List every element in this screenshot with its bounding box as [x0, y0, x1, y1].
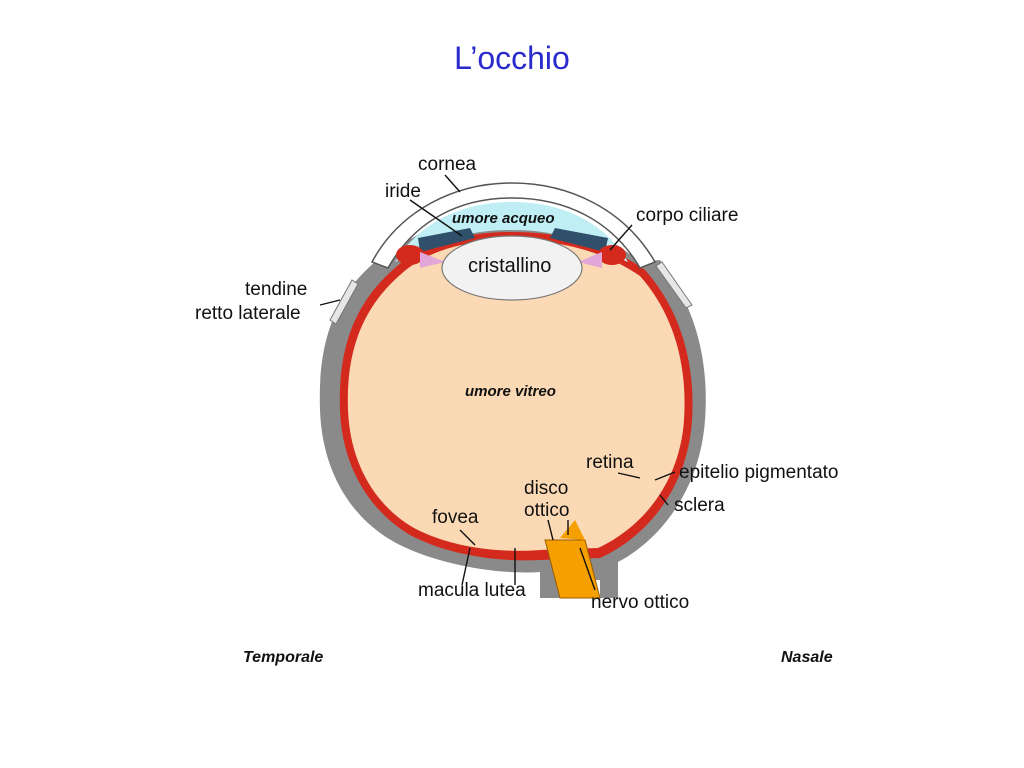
- label-nervo-ottico: nervo ottico: [591, 592, 689, 613]
- ptr-cornea: [444, 174, 461, 193]
- ptr-fovea: [459, 529, 476, 546]
- ciliary-body-left: [396, 245, 424, 265]
- label-cornea: cornea: [418, 154, 477, 175]
- label-umore-vitreo: umore vitreo: [465, 383, 556, 400]
- ciliary-body-right: [598, 245, 626, 265]
- label-fovea: fovea: [432, 507, 479, 528]
- label-sclera: sclera: [674, 495, 725, 516]
- ptr-disco: [547, 519, 554, 541]
- label-disco: disco: [524, 478, 568, 499]
- optic-nerve: [544, 539, 601, 599]
- label-ottico: ottico: [524, 500, 569, 521]
- label-iride: iride: [385, 181, 421, 202]
- lens-shape: [441, 235, 583, 301]
- page-title: L’occhio: [454, 40, 570, 76]
- cornea-shape: [370, 182, 657, 269]
- ptr-nervo: [579, 547, 596, 591]
- tendon-shape: [329, 279, 359, 325]
- iris-shape: [418, 228, 475, 252]
- zonule-right: [578, 252, 602, 268]
- label-temporale: Temporale: [243, 649, 323, 666]
- label-corpo-ciliare: corpo ciliare: [636, 205, 738, 226]
- label-retina: retina: [586, 452, 634, 473]
- label-nasale: Nasale: [781, 649, 833, 666]
- label-retto-laterale: retto laterale: [195, 303, 301, 324]
- label-umore-acqueo: umore acqueo: [452, 210, 555, 227]
- ptr-iride: [409, 199, 463, 237]
- aqueous-humor: [395, 202, 628, 262]
- optic-disc: [560, 520, 585, 540]
- iris-shape-right: [550, 228, 608, 252]
- ptr-sclera: [659, 494, 669, 506]
- ptr-epitelio: [654, 471, 676, 481]
- ptr-retina: [617, 472, 641, 479]
- label-cristallino: cristallino: [468, 255, 551, 277]
- ptr-macula-1: [461, 547, 471, 586]
- label-macula-lutea: macula lutea: [418, 580, 526, 601]
- zonule-left: [420, 252, 445, 268]
- tendon-shape-right: [655, 261, 693, 309]
- label-epitelio-pigmentato: epitelio pigmentato: [679, 462, 839, 483]
- ptr-tendine: [319, 299, 341, 306]
- ptr-corpo-ciliare: [609, 224, 633, 251]
- vitreous-body: [347, 240, 685, 551]
- label-tendine: tendine: [245, 279, 307, 300]
